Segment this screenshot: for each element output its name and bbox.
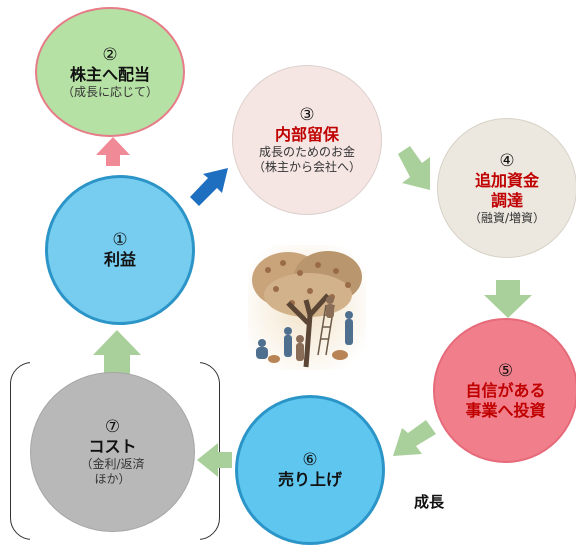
node-retained-sub2: （株主から会社へ） — [252, 160, 361, 174]
arrow-profit-to-dividend — [96, 137, 130, 166]
node-funding-title1: 追加資金 — [474, 170, 539, 190]
node-invest: ⑤ 自信がある 事業へ投資 — [433, 318, 576, 463]
node-dividend-sub: （成長に応じて） — [61, 84, 158, 99]
node-dividend-number: ② — [102, 44, 118, 65]
node-cost: ⑦ コスト （金利/返済 ほか） — [30, 372, 195, 532]
node-cost-sub2: ほか） — [94, 472, 131, 486]
node-cost-title: コスト — [88, 437, 137, 456]
node-profit-title: 利益 — [103, 250, 136, 269]
node-invest-number: ⑤ — [497, 360, 514, 381]
node-additional-funding: ④ 追加資金 調達 （融資/増資） — [437, 118, 576, 258]
node-retained-number: ③ — [299, 105, 315, 125]
arrow-cost-to-profit — [93, 330, 141, 375]
node-invest-title1: 自信がある — [465, 380, 546, 400]
node-dividend: ② 株主へ配当 （成長に応じて） — [35, 7, 185, 137]
node-funding-number: ④ — [499, 150, 515, 171]
node-dividend-title: 株主へ配当 — [69, 64, 150, 84]
node-funding-title2: 調達 — [490, 190, 523, 210]
node-profit-number: ① — [112, 230, 128, 250]
arrow-sales-to-cost — [197, 443, 232, 477]
arrow-profit-to-retained — [190, 168, 228, 206]
node-sales-title: 売り上げ — [277, 470, 342, 489]
node-sales: ⑥ 売り上げ — [235, 395, 385, 545]
node-invest-title2: 事業へ投資 — [465, 400, 546, 420]
arrow-retained-to-funding — [398, 146, 430, 190]
node-retained-title: 内部留保 — [274, 125, 339, 144]
node-funding-sub: （融資/増資） — [468, 210, 546, 225]
node-retained-sub1: 成長のためのお金 — [258, 145, 355, 159]
node-retained-earnings: ③ 内部留保 成長のためのお金 （株主から会社へ） — [232, 65, 382, 215]
people-harvesting-tree-illustration — [248, 245, 366, 370]
node-cost-number: ⑦ — [104, 417, 121, 437]
node-cost-sub1: （金利/返済 — [80, 457, 145, 471]
node-sales-number: ⑥ — [302, 450, 318, 470]
arrow-invest-to-sales — [393, 420, 436, 456]
growth-label: 成長 — [414, 493, 445, 511]
arrow-funding-to-invest — [484, 280, 532, 318]
node-profit: ① 利益 — [45, 175, 195, 325]
